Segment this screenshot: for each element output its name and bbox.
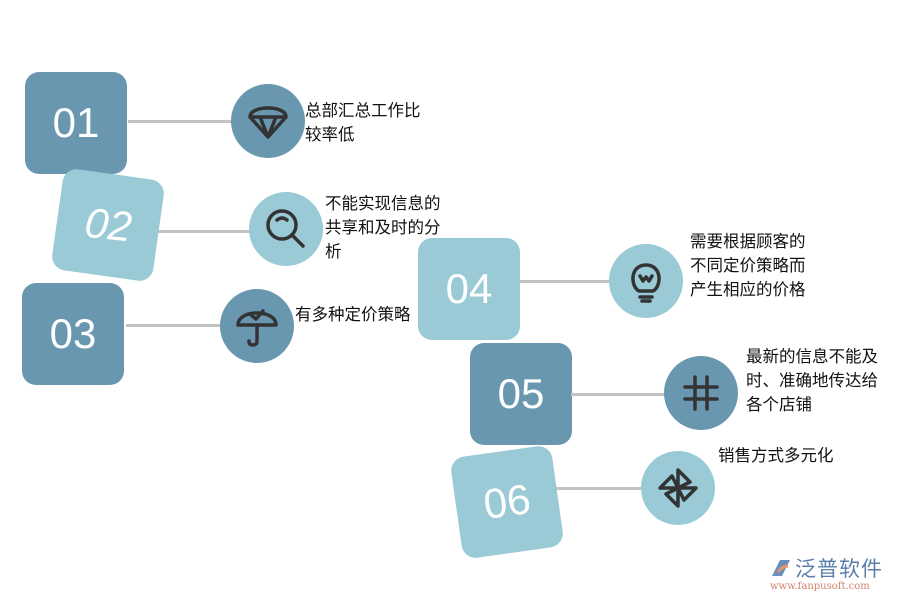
logo-name: 泛普软件 [795, 557, 883, 581]
number: 02 [82, 198, 134, 251]
connector-line [520, 280, 610, 283]
logo-url: www.fanpusoft.com [770, 581, 870, 592]
logo-icon [772, 560, 790, 576]
item-text: 不能实现信息的共享和及时的分析 [325, 194, 441, 261]
lightbulb-icon [609, 244, 683, 318]
logo: 泛普软件 www.fanpusoft.com [770, 553, 883, 592]
item-text: 销售方式多元化 [718, 446, 834, 465]
hashtag-icon [664, 356, 738, 430]
parachute-icon [231, 84, 305, 158]
connector-line [128, 120, 234, 123]
item-text: 最新的信息不能及时、准确地传达给各个店铺 [746, 347, 878, 414]
pinwheel-icon [641, 451, 715, 525]
item-text: 需要根据顾客的不同定价策略而产生相应的价格 [690, 232, 806, 299]
number-box: 03 [22, 283, 124, 385]
connector-line [555, 487, 643, 490]
number-box: 01 [25, 72, 127, 174]
umbrella-icon [220, 289, 294, 363]
search-icon [249, 192, 323, 266]
connector-line [158, 230, 252, 233]
connector-line [126, 324, 222, 327]
number-box: 06 [449, 444, 565, 560]
number-box: 04 [418, 238, 520, 340]
number-box: 02 [50, 167, 166, 283]
number-box: 05 [470, 343, 572, 445]
connector-line [571, 393, 667, 396]
item-text: 总部汇总工作比较率低 [305, 101, 421, 144]
item-text: 有多种定价策略 [295, 305, 411, 324]
